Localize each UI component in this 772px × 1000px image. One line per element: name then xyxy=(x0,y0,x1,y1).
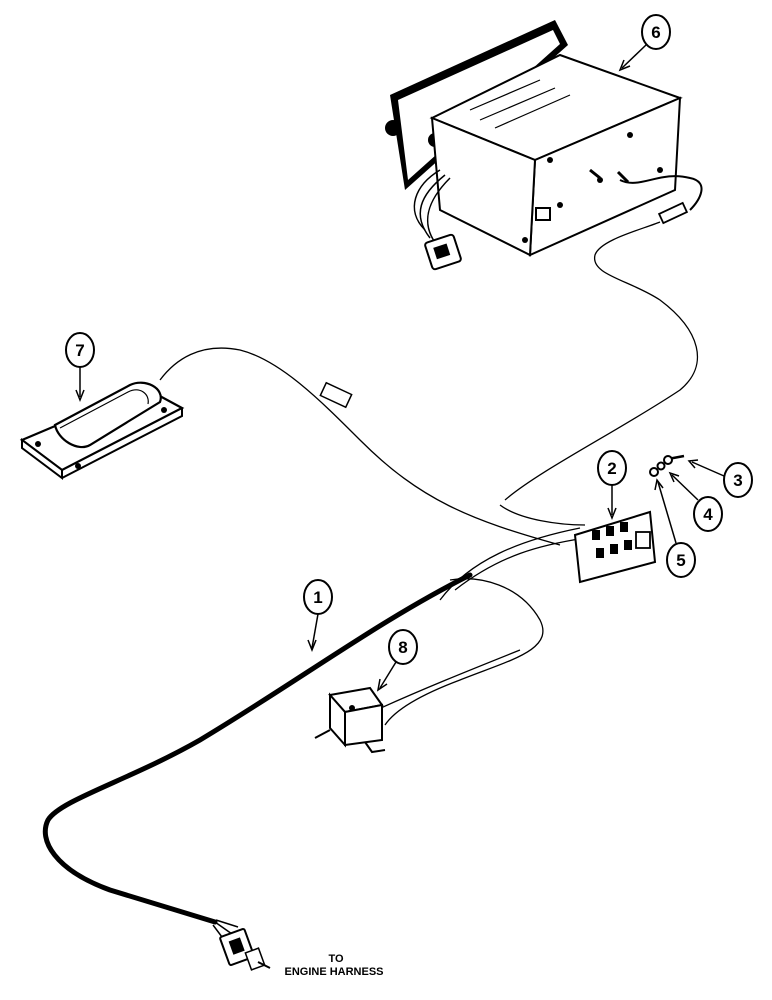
engine-harness-note: TO ENGINE HARNESS xyxy=(284,953,383,978)
callout-1: 1 xyxy=(303,579,333,653)
callout-1-label: 1 xyxy=(313,588,322,607)
callout-6: 6 xyxy=(618,14,671,72)
callout-7-label: 7 xyxy=(75,341,84,360)
callout-4-label: 4 xyxy=(703,505,713,524)
callout-2-label: 2 xyxy=(607,459,616,478)
callout-5-label: 5 xyxy=(676,551,685,570)
callout-3-label: 3 xyxy=(733,471,742,490)
callout-4: 4 xyxy=(668,471,723,532)
callout-2: 2 xyxy=(597,450,627,521)
callout-7: 7 xyxy=(65,332,95,403)
note-line-2: ENGINE HARNESS xyxy=(284,966,383,978)
speaker xyxy=(19,381,185,480)
lock-washer xyxy=(656,461,666,471)
switch xyxy=(314,686,386,754)
radio-unit xyxy=(385,20,703,271)
callout-8-label: 8 xyxy=(398,638,407,657)
callout-5: 5 xyxy=(654,478,696,578)
flat-washer xyxy=(649,467,659,477)
wiring-harness xyxy=(42,221,699,946)
callout-8: 8 xyxy=(376,629,418,692)
callout-6-label: 6 xyxy=(651,23,660,42)
circuit-board xyxy=(573,510,657,584)
engine-harness-connector xyxy=(219,928,271,971)
screw xyxy=(663,454,685,465)
callout-3: 3 xyxy=(687,459,753,498)
note-line-1: TO xyxy=(328,953,344,965)
